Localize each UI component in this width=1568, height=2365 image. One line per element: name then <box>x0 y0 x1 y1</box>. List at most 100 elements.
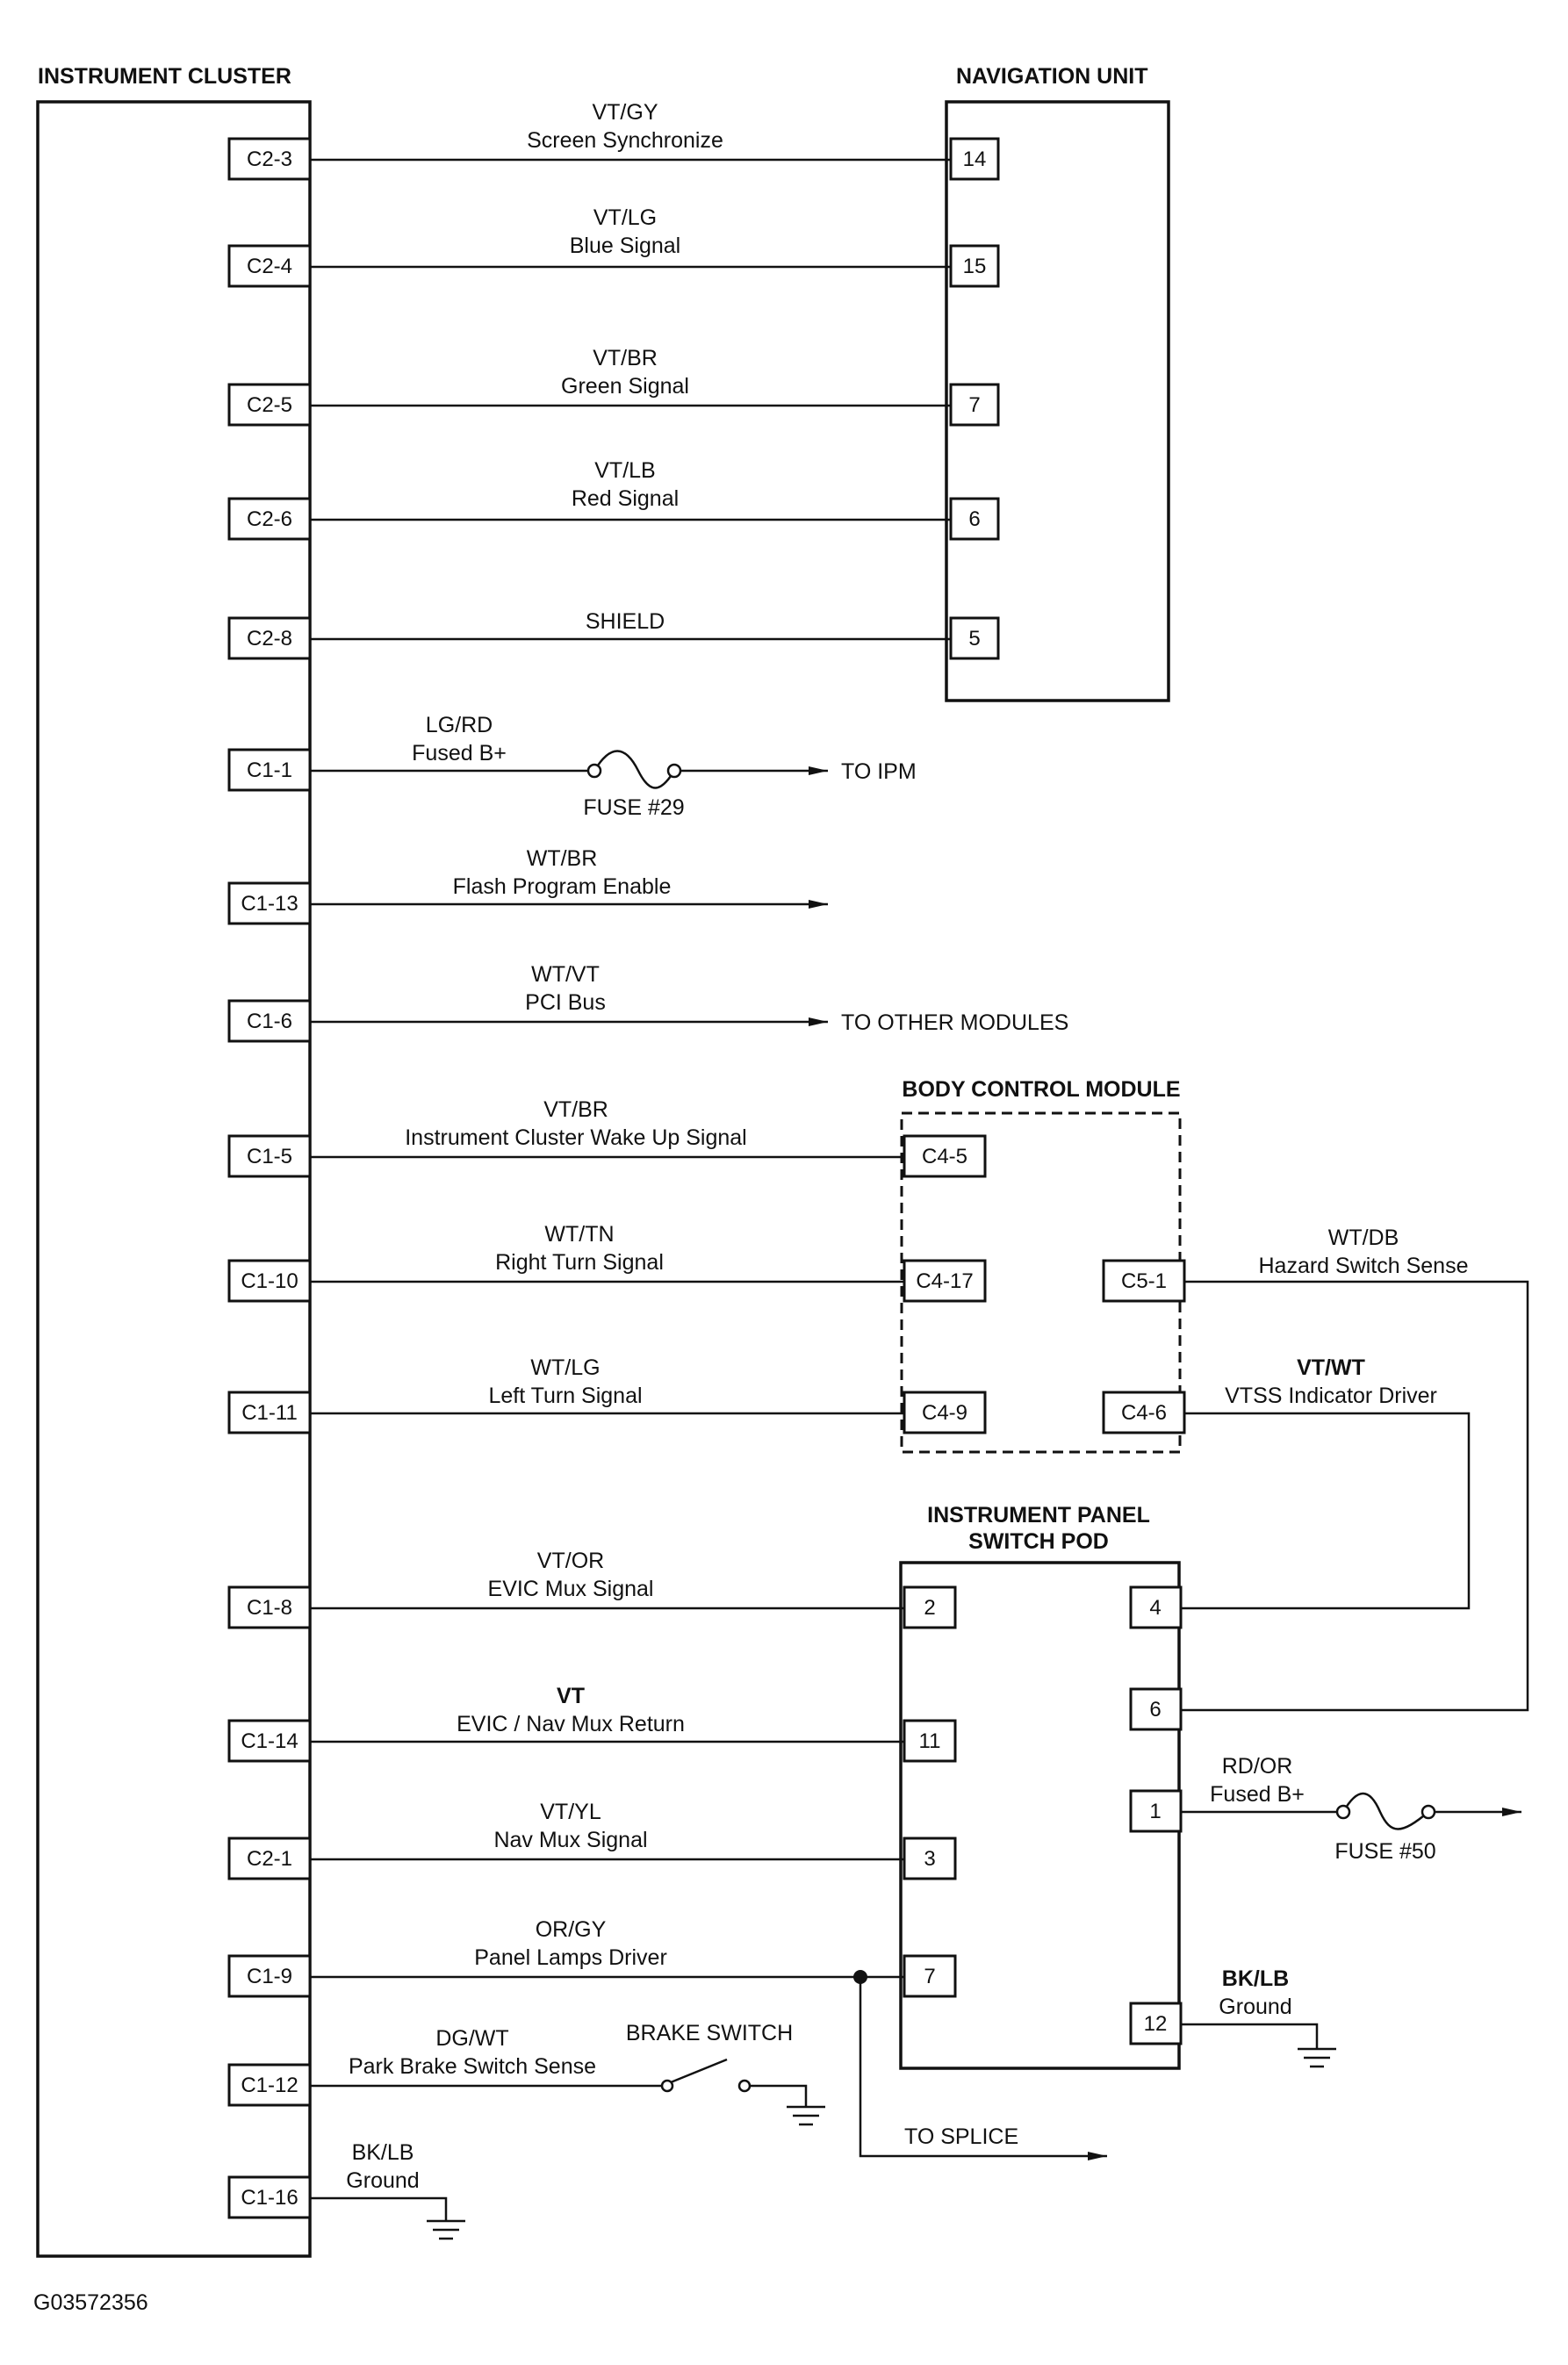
circuit-description: Red Signal <box>572 486 679 511</box>
pin-c1-11: C1-11 <box>241 1401 298 1425</box>
pin-c2-5: C2-5 <box>247 393 292 417</box>
circuit-description: Panel Lamps Driver <box>474 1945 667 1970</box>
destination-label: TO IPM <box>841 759 917 784</box>
circuit-green-signal: C2-5 7 VT/BR Green Signal <box>227 346 1000 427</box>
wire-color-label: WT/DB <box>1328 1226 1399 1250</box>
pin-bcm-c5-1: C5-1 <box>1121 1269 1167 1293</box>
circuit-description: Ground <box>346 2168 419 2193</box>
wire-color-label: VT <box>557 1684 585 1708</box>
pin-bcm-c4-17: C4-17 <box>916 1269 973 1293</box>
body-control-module-title: BODY CONTROL MODULE <box>902 1077 1180 1102</box>
pin-c1-16: C1-16 <box>241 2186 298 2210</box>
wire-color-label: VT/WT <box>1297 1355 1365 1380</box>
wire-color-label: BK/LB <box>352 2140 414 2165</box>
circuit-description: EVIC / Nav Mux Return <box>457 1712 685 1736</box>
pin-pod-4: 4 <box>1149 1596 1161 1620</box>
wire-color-label: VT/BR <box>543 1097 608 1122</box>
figure-id: G03572356 <box>33 2290 148 2315</box>
wire-color-label: RD/OR <box>1222 1754 1293 1779</box>
pin-c2-6: C2-6 <box>247 507 292 531</box>
circuit-description: Nav Mux Signal <box>493 1828 647 1852</box>
pin-pod-11: 11 <box>919 1729 941 1753</box>
pin-c1-13: C1-13 <box>241 892 298 916</box>
circuit-description: Blue Signal <box>570 234 680 258</box>
pin-c1-8: C1-8 <box>247 1596 292 1620</box>
wire-color-label: OR/GY <box>536 1917 607 1942</box>
pod-pin-4: 4 <box>1129 1585 1183 1629</box>
circuit-pod-ground: 12 BK/LB Ground <box>1129 1966 1336 2068</box>
wire-color-label: VT/OR <box>537 1549 604 1573</box>
circuit-description: Right Turn Signal <box>495 1250 664 1275</box>
pin-c1-10: C1-10 <box>241 1269 298 1293</box>
destination-label: TO OTHER MODULES <box>841 1010 1068 1035</box>
circuit-description: Flash Program Enable <box>453 874 672 899</box>
pin-pod-12: 12 <box>1144 2012 1168 2036</box>
circuit-vtss-indicator-driver: C4-6 VT/WT VTSS Indicator Driver <box>1102 1355 1471 1610</box>
pin-pod-7: 7 <box>924 1965 935 1988</box>
pin-c2-4: C2-4 <box>247 255 292 278</box>
circuit-pod-fused-b-plus: 1 RD/OR Fused B+ FUSE #50 <box>1129 1754 1521 1864</box>
pin-bcm-c4-6: C4-6 <box>1121 1401 1167 1425</box>
circuit-description: SHIELD <box>586 609 665 634</box>
circuit-blue-signal: C2-4 15 VT/LG Blue Signal <box>227 205 1000 288</box>
wire-color-label: WT/VT <box>531 962 600 987</box>
circuit-description: Left Turn Signal <box>488 1384 642 1408</box>
circuit-description: Screen Synchronize <box>527 128 723 153</box>
circuit-fused-b-plus-ipm: C1-1 LG/RD Fused B+ FUSE #29 TO IPM <box>227 713 917 820</box>
pin-c1-1: C1-1 <box>247 758 292 782</box>
pin-c1-6: C1-6 <box>247 1010 292 1033</box>
circuit-description: Hazard Switch Sense <box>1258 1254 1468 1278</box>
fuse-29-label: FUSE #29 <box>583 795 684 820</box>
circuit-cluster-ground: C1-16 BK/LB Ground <box>227 2140 465 2240</box>
wire-color-label: VT/LB <box>594 458 655 483</box>
pin-c1-12: C1-12 <box>241 2074 298 2097</box>
circuit-right-turn-signal: C1-10 C4-17 WT/TN Right Turn Signal <box>227 1222 987 1303</box>
circuit-shield: C2-8 5 SHIELD <box>227 609 1000 660</box>
circuit-hazard-switch-sense: C5-1 WT/DB Hazard Switch Sense <box>1102 1226 1529 1712</box>
pin-pod-3: 3 <box>924 1847 935 1871</box>
circuit-left-turn-signal: C1-11 C4-9 WT/LG Left Turn Signal <box>227 1355 987 1434</box>
circuit-description: Fused B+ <box>1210 1782 1305 1807</box>
circuit-description: Instrument Cluster Wake Up Signal <box>405 1125 747 1150</box>
navigation-unit: NAVIGATION UNIT <box>945 64 1170 702</box>
wire-color-label: WT/TN <box>544 1222 614 1247</box>
instrument-cluster-title: INSTRUMENT CLUSTER <box>38 64 291 89</box>
pin-c2-8: C2-8 <box>247 627 292 651</box>
wire-color-label: VT/GY <box>592 100 658 125</box>
wire-color-label: WT/BR <box>527 846 598 871</box>
pin-nav-14: 14 <box>963 147 987 171</box>
circuit-screen-synchronize: C2-3 14 VT/GY Screen Synchronize <box>227 100 1000 181</box>
body-control-module: BODY CONTROL MODULE <box>900 1077 1182 1454</box>
circuit-description: VTSS Indicator Driver <box>1225 1384 1437 1408</box>
pin-bcm-c4-9: C4-9 <box>922 1401 967 1425</box>
wire-color-label: BK/LB <box>1222 1966 1289 1991</box>
pin-nav-15: 15 <box>963 255 987 278</box>
destination-label: TO SPLICE <box>904 2124 1018 2149</box>
pin-nav-7: 7 <box>968 393 980 417</box>
pin-c2-3: C2-3 <box>247 147 292 171</box>
wire-color-label: VT/YL <box>540 1800 601 1824</box>
pin-nav-5: 5 <box>968 627 980 651</box>
brake-switch-label: BRAKE SWITCH <box>626 2021 793 2045</box>
wire-color-label: VT/BR <box>593 346 658 370</box>
pod-pin-6: 6 <box>1129 1687 1183 1731</box>
circuit-description: PCI Bus <box>525 990 606 1015</box>
circuit-evic-mux-signal: C1-8 2 VT/OR EVIC Mux Signal <box>227 1549 957 1629</box>
circuit-nav-mux-signal: C2-1 3 VT/YL Nav Mux Signal <box>227 1800 957 1880</box>
circuit-wake-up-signal: C1-5 C4-5 VT/BR Instrument Cluster Wake … <box>227 1097 987 1178</box>
circuit-description: Fused B+ <box>412 741 507 766</box>
circuit-description: Park Brake Switch Sense <box>349 2054 596 2079</box>
wire-color-label: VT/LG <box>593 205 657 230</box>
switch-pod-title-line1: INSTRUMENT PANEL <box>927 1503 1150 1528</box>
wire-color-label: DG/WT <box>435 2026 508 2051</box>
pin-pod-6: 6 <box>1149 1698 1161 1722</box>
circuit-pci-bus: C1-6 WT/VT PCI Bus TO OTHER MODULES <box>227 962 1068 1043</box>
circuit-description: EVIC Mux Signal <box>488 1577 654 1601</box>
circuit-flash-program-enable: C1-13 WT/BR Flash Program Enable <box>227 846 828 925</box>
pin-c1-14: C1-14 <box>241 1729 298 1753</box>
pin-bcm-c4-5: C4-5 <box>922 1145 967 1168</box>
circuit-red-signal: C2-6 6 VT/LB Red Signal <box>227 458 1000 541</box>
switch-pod-title-line2: SWITCH POD <box>968 1529 1109 1554</box>
pin-c1-9: C1-9 <box>247 1965 292 1988</box>
